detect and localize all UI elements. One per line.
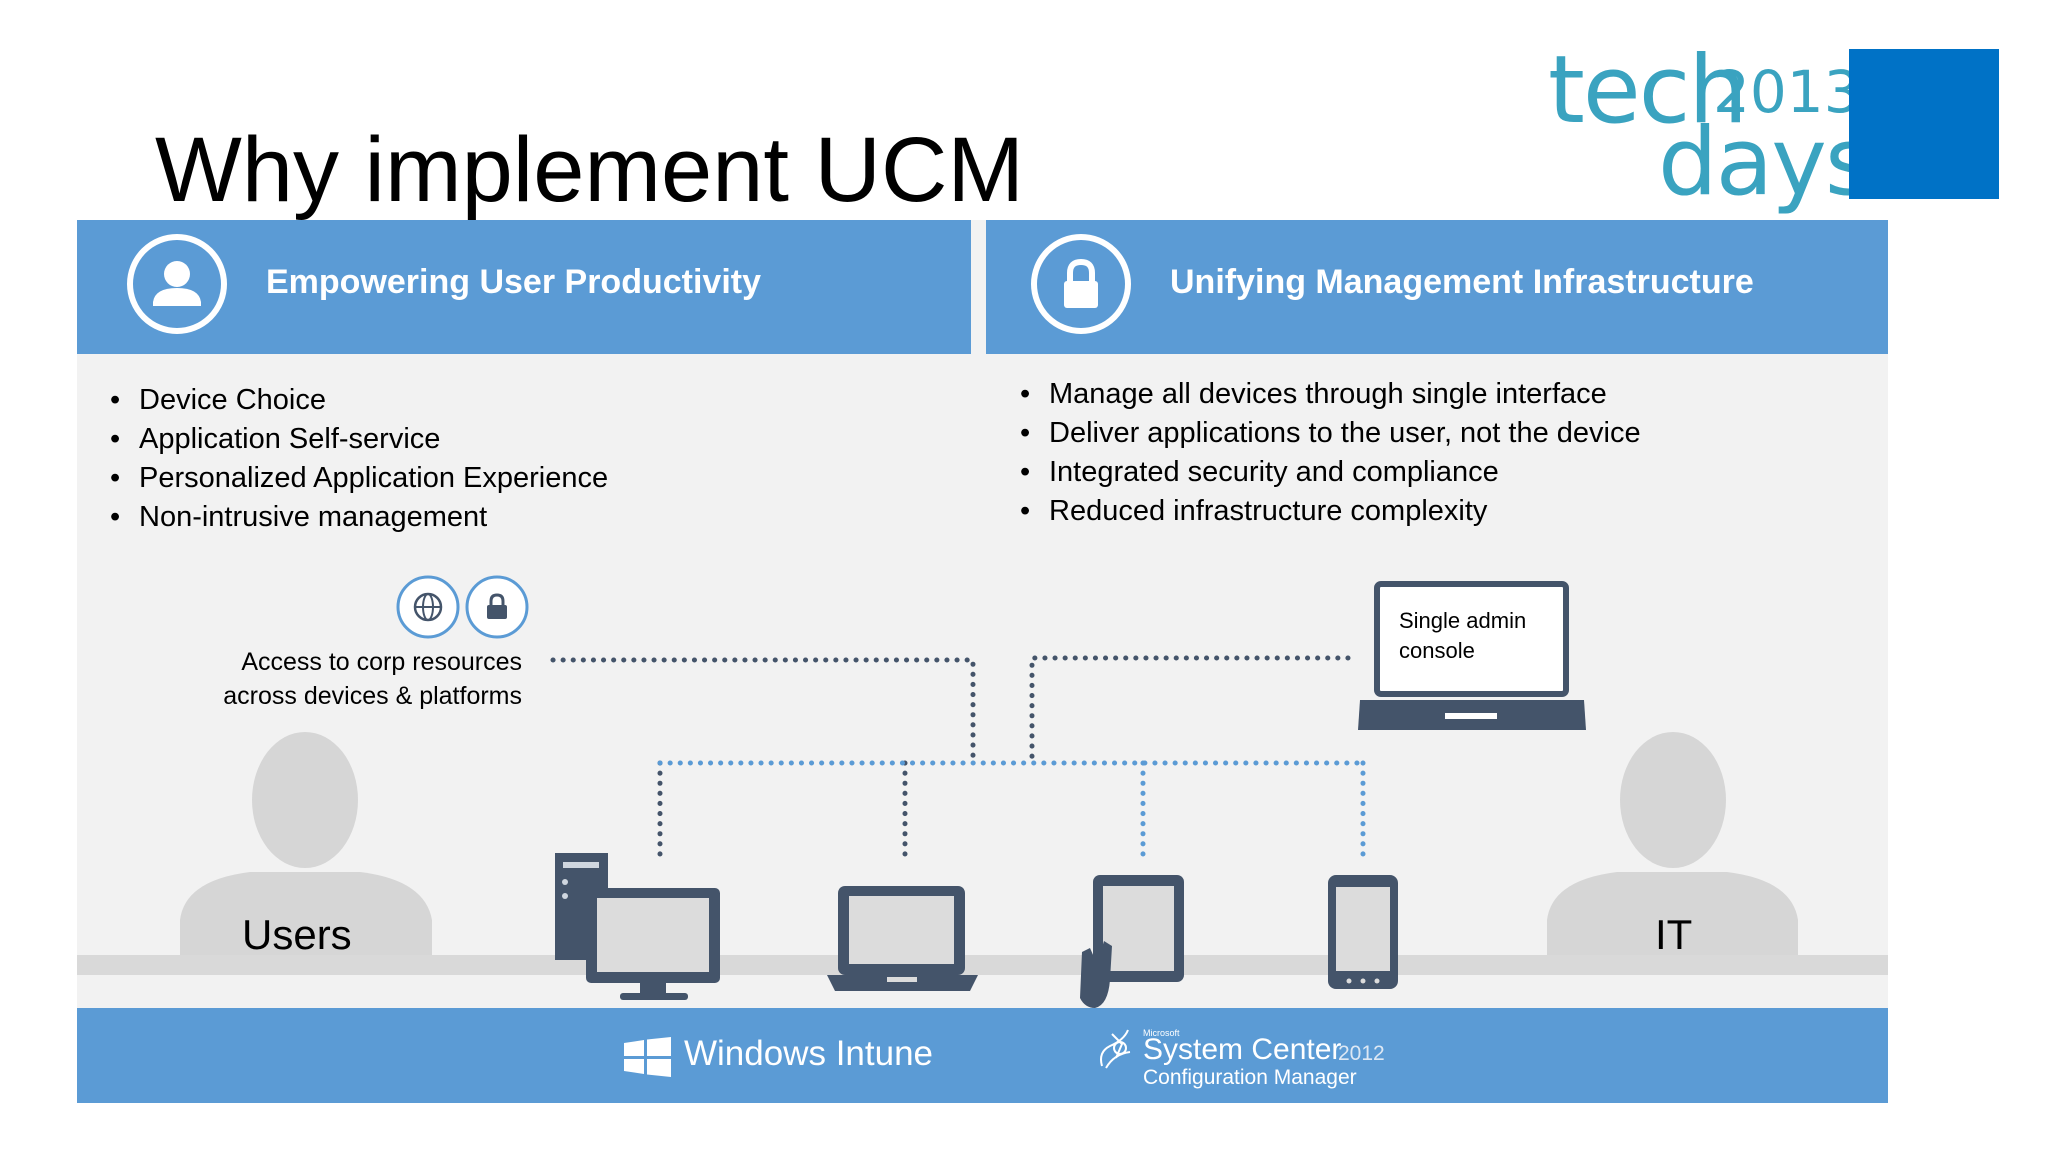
it-silhouette-icon bbox=[1547, 732, 1798, 955]
connector-lines-dark bbox=[550, 655, 1351, 865]
logo-square bbox=[1849, 49, 1999, 199]
admin-console-laptop-icon bbox=[1358, 581, 1586, 730]
users-silhouette-icon bbox=[180, 732, 432, 955]
system-center-label: System Center bbox=[1143, 1033, 1342, 1066]
configuration-manager-label: Configuration Manager bbox=[1143, 1066, 1357, 1089]
list-item: Reduced infrastructure complexity bbox=[1020, 492, 1641, 531]
footer-bar bbox=[77, 1008, 1888, 1103]
floor-strip bbox=[77, 955, 1888, 975]
left-panel-header: Empowering User Productivity bbox=[77, 220, 971, 354]
list-item: Manage all devices through single interf… bbox=[1020, 375, 1641, 414]
left-panel-title: Empowering User Productivity bbox=[266, 263, 761, 301]
left-bullet-list: Device Choice Application Self-service P… bbox=[110, 381, 608, 537]
access-description: Access to corp resources across devices … bbox=[170, 645, 522, 713]
access-line-2: across devices & platforms bbox=[223, 682, 522, 710]
tablet-icon bbox=[1080, 875, 1184, 1008]
system-center-logo-icon bbox=[1100, 1029, 1131, 1069]
logo-year-text: 2013 bbox=[1713, 58, 1861, 126]
list-item: Integrated security and compliance bbox=[1020, 453, 1641, 492]
right-panel-title: Unifying Management Infrastructure bbox=[1170, 263, 1754, 301]
list-item: Application Self-service bbox=[110, 420, 608, 459]
list-item: Non-intrusive management bbox=[110, 498, 608, 537]
logo-days-text: days bbox=[1658, 108, 1874, 217]
right-panel-header: Unifying Management Infrastructure bbox=[986, 220, 1888, 354]
windows-logo-icon bbox=[624, 1037, 671, 1077]
right-bullet-list: Manage all devices through single interf… bbox=[1020, 375, 1641, 531]
logo-tech-text: tech bbox=[1548, 36, 1748, 145]
user-icon bbox=[127, 234, 227, 334]
globe-icon bbox=[396, 575, 460, 639]
console-line-2: console bbox=[1399, 638, 1475, 663]
sc-year-label: 2012 bbox=[1338, 1042, 1385, 1065]
list-item: Personalized Application Experience bbox=[110, 459, 608, 498]
console-label: Single admin console bbox=[1399, 606, 1549, 666]
sc-microsoft-label: Microsoft bbox=[1143, 1028, 1180, 1038]
laptop-icon bbox=[827, 886, 978, 991]
access-line-1: Access to corp resources bbox=[241, 648, 522, 676]
users-label: Users bbox=[242, 911, 352, 958]
list-item: Deliver applications to the user, not th… bbox=[1020, 414, 1641, 453]
desktop-icon bbox=[555, 853, 720, 1000]
lock-icon bbox=[1031, 234, 1131, 334]
page-title: Why implement UCM bbox=[155, 119, 1025, 221]
small-lock-icon bbox=[465, 575, 529, 639]
it-label: IT bbox=[1655, 911, 1693, 958]
list-item: Device Choice bbox=[110, 381, 608, 420]
connector-lines-blue bbox=[657, 760, 1366, 865]
phone-icon bbox=[1328, 875, 1398, 989]
console-line-1: Single admin bbox=[1399, 608, 1527, 633]
windows-intune-label: Windows Intune bbox=[684, 1034, 934, 1073]
